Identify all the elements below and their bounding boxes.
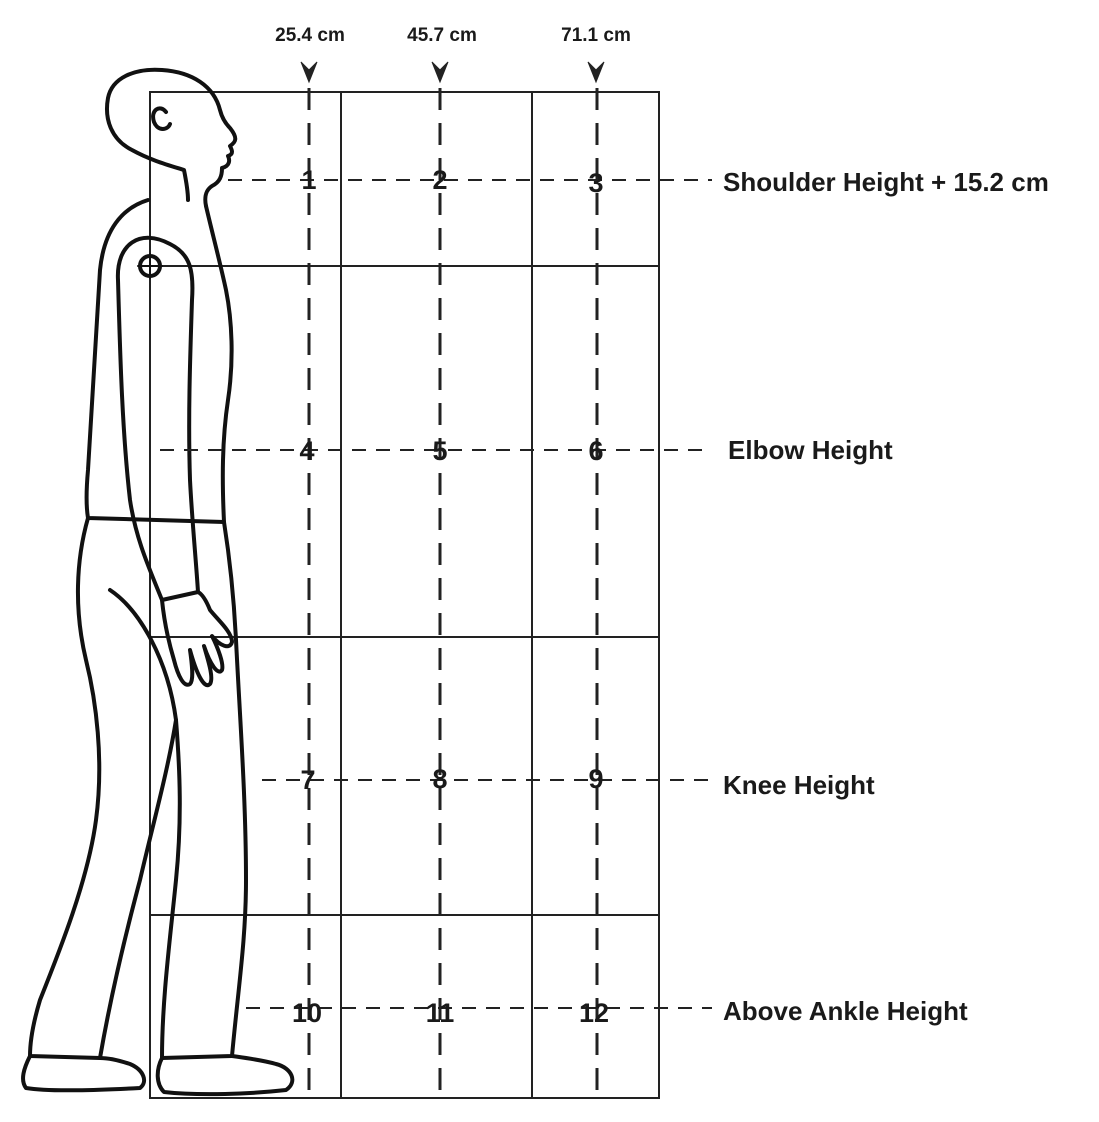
human-figure <box>21 67 295 1097</box>
cell-number: 1 <box>301 165 316 195</box>
hand-outline <box>160 590 234 688</box>
grid-frame <box>149 91 660 1099</box>
back-leg-outline <box>28 516 178 1060</box>
cell-numbers: 1 2 3 4 5 6 7 8 9 10 11 12 <box>292 165 609 1028</box>
cell-number: 3 <box>588 168 603 198</box>
grid-outline <box>149 91 660 1099</box>
down-arrow-icon <box>300 61 318 84</box>
row-labels: Shoulder Height + 15.2 cm Elbow Height K… <box>723 167 1049 1026</box>
cell-number: 12 <box>579 998 609 1028</box>
cell-number: 5 <box>432 436 447 466</box>
ear-outline <box>151 106 172 131</box>
front-foot-outline <box>155 1054 295 1097</box>
cell-number: 4 <box>299 436 314 466</box>
row-height-label: Above Ankle Height <box>723 996 968 1026</box>
dashed-guide-lines <box>160 88 712 1098</box>
back-foot-outline <box>21 1054 147 1093</box>
cell-number: 11 <box>426 998 455 1028</box>
row-height-label: Shoulder Height + 15.2 cm <box>723 167 1049 197</box>
down-arrow-icon <box>431 61 449 84</box>
row-height-label: Knee Height <box>723 770 875 800</box>
cell-number: 6 <box>588 436 603 466</box>
cell-number: 8 <box>432 764 447 794</box>
column-distance-label: 25.4 cm <box>275 25 345 46</box>
torso-outline <box>84 198 234 524</box>
column-distance-label: 45.7 cm <box>407 25 477 46</box>
cell-number: 9 <box>588 764 603 794</box>
column-labels: 25.4 cm 45.7 cm 71.1 cm <box>275 25 631 84</box>
cell-number: 7 <box>300 765 315 795</box>
cell-number: 2 <box>432 165 447 195</box>
cell-number: 10 <box>292 998 322 1028</box>
arm-outline <box>115 235 200 602</box>
row-height-label: Elbow Height <box>728 435 893 465</box>
head-outline <box>105 67 238 208</box>
down-arrow-icon <box>587 61 605 84</box>
front-leg-outline <box>108 520 248 1060</box>
column-distance-label: 71.1 cm <box>561 25 631 46</box>
